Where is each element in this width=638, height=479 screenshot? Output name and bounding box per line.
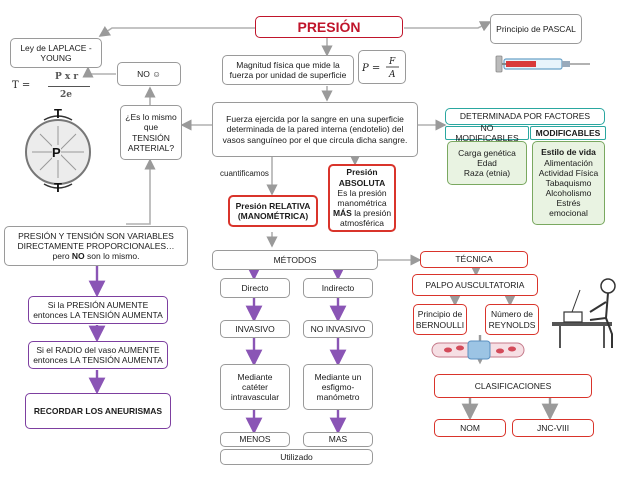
- list-item: Estrés: [556, 198, 581, 209]
- bp-measurement-icon: [552, 278, 616, 348]
- reynolds-box: Número de REYNOLDS: [485, 304, 539, 335]
- jnc-box: JNC-VIII: [512, 419, 594, 437]
- noninvasive-box: NO INVASIVO: [303, 320, 373, 338]
- connector-no-laplace: [82, 66, 116, 78]
- method-arrows: [88, 263, 347, 435]
- classifications-box: CLASIFICACIONES: [434, 374, 592, 398]
- absolute-pressure-box: Presión ABSOLUTA Es la presión manométri…: [328, 164, 396, 232]
- relation-box: PRESIÓN Y TENSIÓN SON VARIABLES DIRECTAM…: [4, 226, 188, 266]
- indirect-method-box: Indirecto: [303, 278, 373, 298]
- syringe-icon: [495, 55, 590, 73]
- list-item: Alcoholismo: [545, 188, 592, 199]
- formula-numerator: F: [388, 57, 396, 67]
- laplace-denominator: 2e: [60, 90, 72, 100]
- list-item: Carga genética: [458, 147, 516, 158]
- methods-title: MÉTODOS: [212, 250, 378, 270]
- lifestyle-heading: Estilo de vida: [541, 147, 596, 158]
- non-modifiable-list: Carga genética Edad Raza (etnia): [447, 141, 527, 185]
- palpatory-auscultatory-box: PALPO AUSCULTATORIA: [412, 274, 538, 296]
- non-modifiable-header: NO MODIFICABLES: [445, 123, 529, 143]
- modifiable-header: MODIFICABLES: [530, 126, 606, 140]
- tension-label-top: T: [54, 106, 62, 121]
- absolute-line-part: la presión: [351, 208, 392, 219]
- blood-vessel-icon: [431, 340, 525, 360]
- catheter-box: Mediante catéter intravascular: [220, 364, 290, 410]
- absolute-line: Es la presión: [337, 187, 387, 198]
- list-item: Edad: [477, 157, 497, 168]
- laplace-box: Ley de LAPLACE - YOUNG: [10, 38, 102, 68]
- laplace-lhs: T =: [12, 80, 31, 91]
- sphygmomanometer-box: Mediante un esfigmo-manómetro: [303, 364, 373, 410]
- formula-lhs: P =: [361, 63, 380, 74]
- nom-box: NOM: [434, 419, 506, 437]
- list-item: Alimentación: [544, 157, 593, 168]
- answer-box: NO ☺: [117, 62, 181, 86]
- list-item: Actividad Física: [538, 167, 599, 178]
- tension-label-bottom: T: [54, 180, 62, 195]
- absolute-line: manométrica: [337, 198, 387, 208]
- aneurysm-box: RECORDAR LOS ANEURISMAS: [25, 393, 171, 429]
- relative-pressure-box: Presión RELATIVA (MANOMÉTRICA): [228, 195, 318, 227]
- modifiable-list: Estilo de vida Alimentación Actividad Fí…: [532, 141, 605, 225]
- less-used-box: MENOS: [220, 432, 290, 447]
- list-item: emocional: [549, 208, 588, 219]
- page-title: PRESIÓN: [255, 16, 403, 38]
- invasive-box: INVASIVO: [220, 320, 290, 338]
- pascal-box: Principio de PASCAL: [490, 14, 582, 44]
- relation-text: PRESIÓN Y TENSIÓN SON VARIABLES DIRECTAM…: [8, 231, 184, 262]
- list-item: Raza (etnia): [463, 168, 511, 179]
- factors-title: DETERMINADA POR FACTORES: [445, 108, 605, 125]
- relation-line: PRESIÓN Y TENSIÓN SON VARIABLES DIRECTAM…: [17, 230, 175, 251]
- rule-pressure-box: Si la PRESIÓN AUMENTE entonces LA TENSIÓ…: [28, 296, 168, 324]
- rule-radius-box: Si el RADIO del vaso AUMENTE entonces LA…: [28, 341, 168, 369]
- absolute-pressure-title: Presión ABSOLUTA: [338, 167, 386, 188]
- technique-title: TÉCNICA: [420, 251, 528, 268]
- laplace-numerator: P x r: [55, 72, 79, 82]
- absolute-line: atmosférica: [340, 218, 384, 229]
- force-box: Fuerza ejercida por la sangre en una sup…: [212, 102, 418, 157]
- connector-presion-laplace: [98, 26, 255, 37]
- laplace-fraction-bar: [48, 86, 90, 87]
- connector-presion-pascal: [404, 21, 492, 32]
- direct-method-box: Directo: [220, 278, 290, 298]
- question-box: ¿Es lo mismo que TENSIÓN ARTERIAL?: [120, 105, 182, 160]
- bernoulli-box: Principio de BERNOULLI: [413, 304, 467, 335]
- absolute-plus: MÁS: [332, 208, 352, 219]
- pascal-formula-graphic: P = F A: [361, 57, 399, 80]
- connector-tension-pregunta: [126, 158, 156, 225]
- pressure-label: P: [52, 145, 61, 160]
- relation-part: pero: [52, 251, 72, 262]
- relation-part: son lo mismo.: [84, 251, 140, 262]
- relation-emphasis: NO: [71, 251, 85, 262]
- more-used-box: MAS: [303, 432, 373, 447]
- formula-denominator: A: [388, 70, 396, 80]
- absolute-line: MÁS la presión: [333, 208, 391, 218]
- definition-box: Magnitud física que mide la fuerza por u…: [222, 55, 354, 85]
- pascal-formula: P = F A: [358, 50, 406, 84]
- relation-line: pero NO son lo mismo.: [8, 251, 184, 261]
- quantify-label: cuantificamos: [220, 169, 269, 178]
- used-box: Utilizado: [220, 449, 373, 465]
- list-item: Tabaquismo: [545, 177, 592, 188]
